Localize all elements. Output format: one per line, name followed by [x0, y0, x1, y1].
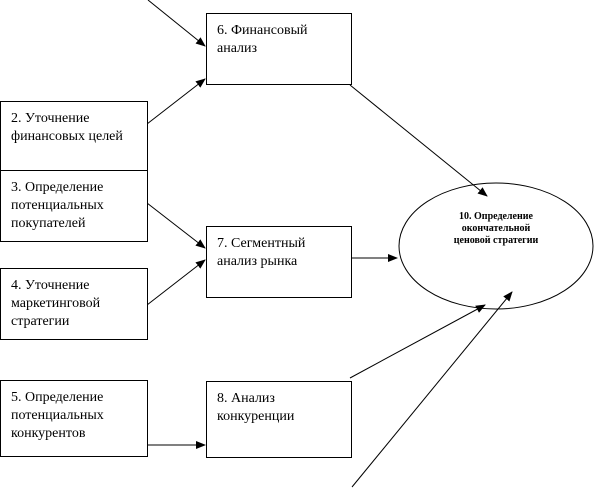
- node-3-box: 3. Определение потенциальных покупателей: [0, 170, 148, 242]
- arrow-6-to-10: [349, 84, 488, 197]
- node-8-box: 8. Анализ конкуренции: [206, 381, 352, 458]
- arrow-3-to-7: [146, 202, 206, 249]
- node-4-box: 4. Уточнение маркетинговой стратегии: [0, 268, 148, 340]
- node-5-box: 5. Определение потенциальных конкурентов: [0, 380, 148, 457]
- node-3-label: 3. Определение потенциальных покупателей: [11, 180, 104, 231]
- arrow-incoming-top-to-6: [147, 0, 206, 47]
- arrow-incoming-bottom-to-10: [351, 291, 513, 488]
- arrow-4-to-7: [146, 259, 206, 306]
- arrow-8-to-10: [349, 304, 486, 379]
- node-5-label: 5. Определение потенциальных конкурентов: [11, 390, 104, 441]
- node-7-label: 7. Сегментный анализ рынка: [217, 236, 306, 269]
- node-4-label: 4. Уточнение маркетинговой стратегии: [11, 278, 101, 329]
- node-8-label: 8. Анализ конкуренции: [217, 391, 295, 424]
- node-6-box: 6. Финансовый анализ: [206, 13, 352, 85]
- node-7-box: 7. Сегментный анализ рынка: [206, 226, 352, 298]
- node-10-ellipse: [398, 182, 594, 310]
- node-2-label: 2. Уточнение финансовых целей: [11, 111, 123, 144]
- arrow-2-to-6: [146, 78, 206, 125]
- node-10-label: 10. Определение окончательной ценовой ст…: [453, 211, 539, 246]
- node-2-box: 2. Уточнение финансовых целей: [0, 101, 148, 171]
- node-6-label: 6. Финансовый анализ: [217, 23, 308, 56]
